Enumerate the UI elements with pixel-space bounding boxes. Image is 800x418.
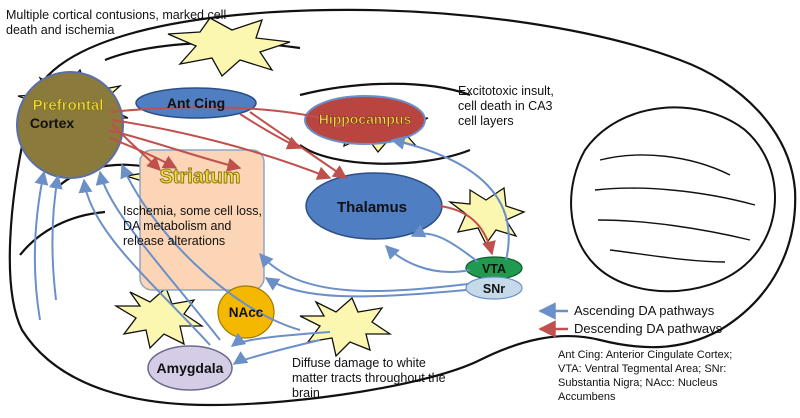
region-labels: Prefrontal Cortex Ant Cing Hippocampus S… <box>30 95 506 376</box>
striatum-region <box>139 149 265 291</box>
striatal-annotation-line2: DA metabolism and <box>123 219 232 233</box>
legend-descending-label: Descending DA pathways <box>574 321 723 336</box>
amygdala-region <box>147 345 233 391</box>
cortical-annotation: Multiple cortical contusions, marked cel… <box>6 8 306 38</box>
white-matter-annotation-line3: brain <box>292 386 320 400</box>
striatal-annotation-line3: release alterations <box>123 234 226 248</box>
white-matter-annotation-line2: matter tracts throughout the <box>292 371 446 385</box>
cortical-annotation-line1: Multiple cortical contusions, marked cel… <box>6 8 227 22</box>
legend-ascending-label: Ascending DA pathways <box>574 303 715 318</box>
legend-arrows <box>538 302 568 338</box>
nacc-label: NAcc <box>229 305 264 320</box>
abbreviation-line1: Ant Cing: Anterior Cingulate Cortex; <box>558 349 733 361</box>
ant-cing-region <box>135 87 257 119</box>
starburst-nacc <box>113 286 205 350</box>
white-matter-annotation: Diffuse damage to white matter tracts th… <box>292 356 482 401</box>
hippocampal-annotation-line2: cell death in CA3 <box>458 99 553 113</box>
striatal-annotation: Ischemia, some cell loss, DA metabolism … <box>123 204 293 249</box>
descending-pathways <box>107 106 496 256</box>
hippocampal-annotation: Excitotoxic insult, cell death in CA3 ce… <box>458 84 598 129</box>
cortical-annotation-line2: death and ischemia <box>6 23 115 37</box>
thalamus-label: Thalamus <box>337 199 407 216</box>
starburst-cortical <box>167 17 291 78</box>
abbreviation-line3: Substantia Nigra; NAcc: Nucleus <box>558 377 718 389</box>
abbreviation-line4: Accumbens <box>558 391 616 403</box>
hippocampus-label: Hippocampus <box>319 111 412 127</box>
snr-label: SNr <box>483 282 505 296</box>
striatal-annotation-line1: Ischemia, some cell loss, <box>123 204 262 218</box>
snr-region <box>465 276 523 300</box>
ant-cing-label: Ant Cing <box>167 95 225 111</box>
hippocampus-region <box>304 95 426 145</box>
starburst-thalamus <box>447 186 526 246</box>
striatum-label: Striatum <box>159 166 240 188</box>
abbreviations-note: Ant Cing: Anterior Cingulate Cortex; VTA… <box>558 348 794 404</box>
amygdala-label: Amygdala <box>157 360 224 376</box>
ascending-pathways <box>33 135 510 365</box>
prefrontal-label-line1: Prefrontal <box>33 97 104 114</box>
prefrontal-label-line2: Cortex <box>30 115 75 131</box>
white-matter-annotation-line1: Diffuse damage to white <box>292 356 426 370</box>
brain-regions <box>16 71 523 391</box>
vta-label: VTA <box>482 262 506 276</box>
abbreviation-line2: VTA: Ventral Tegmental Area; SNr: <box>558 363 727 375</box>
hippocampal-annotation-line3: cell layers <box>458 114 514 128</box>
hippocampal-annotation-line1: Excitotoxic insult, <box>458 84 554 98</box>
starburst-white-matter <box>299 296 393 358</box>
prefrontal-cortex-region <box>16 71 124 179</box>
